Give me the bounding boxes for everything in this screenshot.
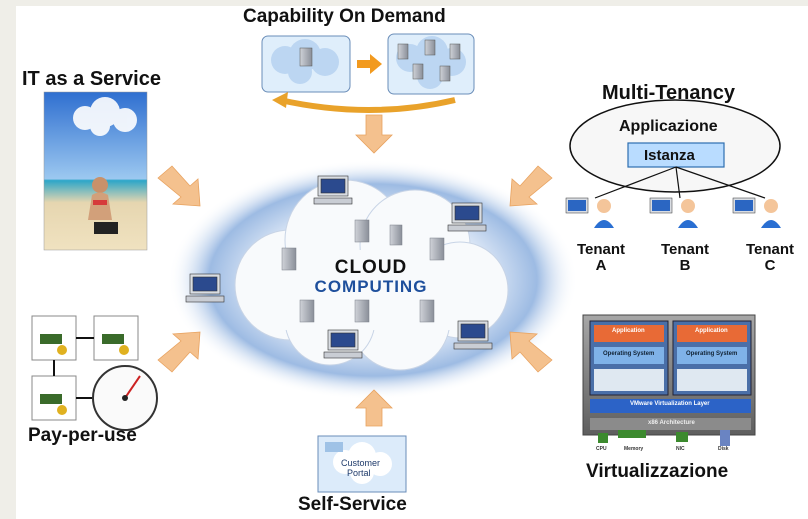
- vm-hw-nic: NIC: [676, 446, 685, 452]
- portal-line2: Portal: [347, 468, 371, 478]
- vm-layer-label: VMware Virtualization Layer: [630, 401, 710, 407]
- arrow-bottom: [355, 389, 393, 427]
- tenant-b-word: Tenant: [660, 241, 710, 258]
- cloud-shape: [234, 179, 509, 371]
- label-it-as-a-service: IT as a Service: [22, 68, 161, 90]
- customer-portal-text: Customer Portal: [341, 458, 380, 478]
- label-applicazione: Applicazione: [619, 118, 718, 135]
- virtualization-diagram: [582, 314, 756, 446]
- portal-line1: Customer: [341, 458, 381, 468]
- vm-os2-label: Operating System: [686, 351, 738, 357]
- arrow-itaas: [157, 165, 201, 207]
- tenant-a-word: Tenant: [576, 241, 626, 258]
- tenant-b-letter: B: [679, 257, 691, 274]
- label-istanza: Istanza: [644, 147, 695, 164]
- cloud-title-line1: CLOUD: [334, 257, 408, 278]
- pay-per-use-diagram: [31, 315, 158, 431]
- capability-diagram: [261, 33, 475, 113]
- multi-tenancy-diagram: [565, 99, 781, 228]
- capability-arrow: [357, 54, 382, 74]
- vm-hw-cpu: CPU: [596, 446, 607, 452]
- label-self-service: Self-Service: [298, 494, 407, 515]
- self-service-portal: [317, 435, 407, 493]
- cloud-title-line2: COMPUTING: [314, 277, 428, 296]
- arrow-virtualization: [509, 331, 553, 373]
- tenant-c-word: Tenant: [745, 241, 795, 258]
- tenant-icons: [565, 197, 781, 228]
- vm-app2-label: Application: [695, 328, 728, 334]
- tenant-b-label: Tenant B: [655, 242, 715, 274]
- beach-photo: [43, 91, 148, 251]
- label-pay-per-use: Pay-per-use: [28, 425, 137, 446]
- vm-hw-disk: Disk: [718, 446, 729, 452]
- vm-os1-label: Operating System: [603, 351, 655, 357]
- label-multi-tenancy: Multi-Tenancy: [602, 82, 735, 104]
- desktop-icons: [185, 175, 493, 359]
- return-arrow: [279, 97, 456, 113]
- vm-app1-label: Application: [612, 328, 645, 334]
- label-capability-on-demand: Capability On Demand: [243, 6, 446, 27]
- arrow-payperuse: [157, 331, 201, 373]
- arrow-multitenancy: [509, 165, 553, 207]
- tenant-c-letter: C: [764, 257, 776, 274]
- vm-arch-label: x86 Architecture: [648, 420, 695, 426]
- flow-arrows: [157, 114, 553, 427]
- label-virtualizzazione: Virtualizzazione: [586, 461, 729, 482]
- tenant-a-letter: A: [595, 257, 607, 274]
- cloud-servers: [281, 219, 445, 323]
- tenant-a-label: Tenant A: [571, 242, 631, 274]
- tenant-c-label: Tenant C: [740, 242, 800, 274]
- arrow-top: [355, 114, 393, 154]
- vm-hw-memory: Memory: [624, 446, 644, 452]
